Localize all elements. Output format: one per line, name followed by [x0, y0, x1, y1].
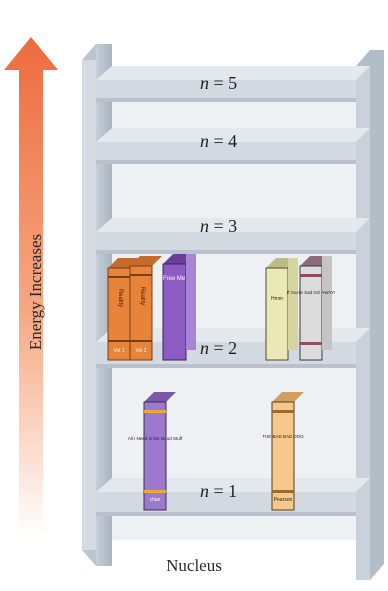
book-good-stuff: All I Need Is the Good Stuff chan: [128, 392, 183, 511]
book-spine-title: THE BAD BAD DOG: [262, 434, 304, 439]
shelf-5: [96, 66, 370, 102]
book-foot-label: Vol 2: [135, 348, 146, 354]
book-go-away: If You're Sad GO AWAY!: [287, 256, 335, 361]
book-bad-bad-dog: THE BAD BAD DOG Pearson: [262, 392, 304, 511]
book-hmm: Hmm: [265, 258, 298, 361]
book-free-me: Free Me: [162, 254, 196, 361]
book-spine-title: Reality: [117, 289, 123, 307]
book-spine-title: If You're Sad GO AWAY!: [287, 290, 335, 295]
book-spine-title: Reality: [139, 287, 145, 305]
shelf-4: [96, 128, 370, 164]
book-spine-title: Hmm: [271, 296, 283, 302]
book-reality-vol2: Reality Vol 2: [129, 256, 162, 361]
shelf-3: [96, 218, 370, 254]
book-foot-label: Pearson: [274, 497, 293, 503]
book-foot-label: chan: [150, 497, 161, 503]
shelf-label-n3: n = 3: [200, 216, 238, 236]
book-spine-title: Free Me: [163, 276, 186, 282]
shelf-label-n4: n = 4: [200, 131, 238, 151]
energy-axis-label: Energy Increases: [26, 233, 45, 351]
left-post: [82, 44, 112, 566]
shelf-label-n2: n = 2: [200, 338, 238, 358]
book-foot-label: Vol 1: [113, 348, 124, 354]
book-spine-title: All I Need Is the Good Stuff: [128, 436, 183, 441]
energy-arrow: [4, 37, 58, 538]
nucleus-label: Nucleus: [166, 556, 222, 575]
shelf-label-n5: n = 5: [200, 73, 238, 93]
shelf-label-n1: n = 1: [200, 481, 238, 501]
book-reality-vol1: Reality Vol 1: [107, 258, 140, 361]
right-post: [356, 50, 384, 580]
